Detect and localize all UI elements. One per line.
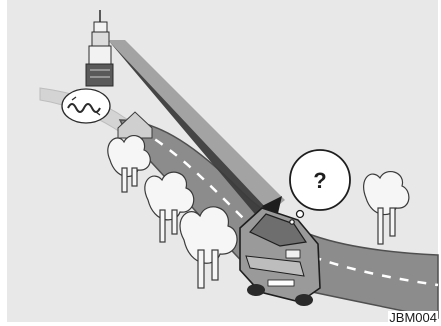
- question-mark: ?: [313, 168, 326, 193]
- car-icon: [240, 208, 320, 306]
- signal-noise-bubble: [62, 89, 110, 123]
- thought-bubble-icon: ?: [290, 150, 350, 224]
- tree-icon: [364, 172, 409, 244]
- building-icon: [118, 112, 152, 138]
- radio-tower-icon: [86, 10, 113, 86]
- figure-code: JBM004: [388, 311, 438, 325]
- tree-icon: [108, 136, 150, 192]
- tree-icon: [180, 207, 237, 288]
